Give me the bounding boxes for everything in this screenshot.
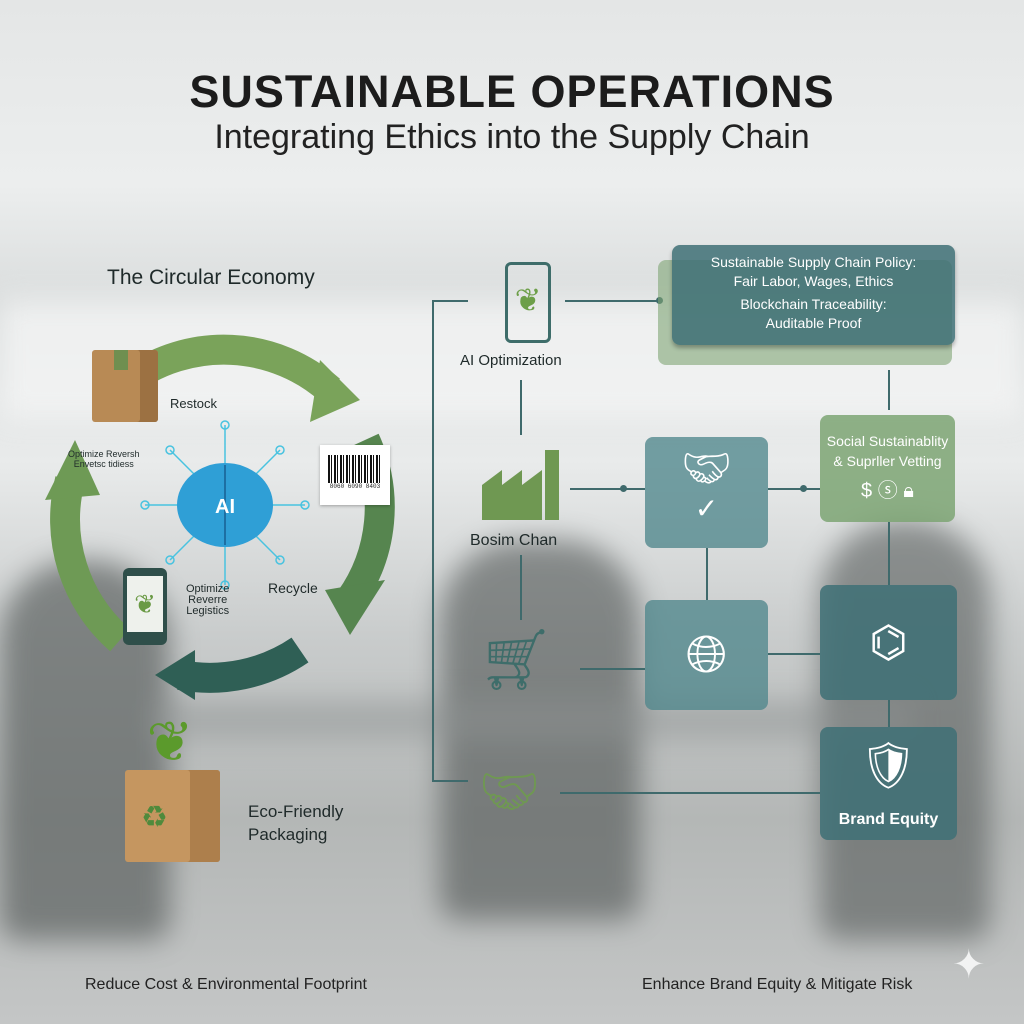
ai-brain-icon: AI <box>140 420 310 590</box>
page-subtitle: Integrating Ethics into the Supply Chain <box>214 118 810 156</box>
policy-box: Sustainable Supply Chain Policy: Fair La… <box>672 245 955 345</box>
shopping-cart-heart-icon: 🛒︎ <box>478 626 555 693</box>
connector-line <box>520 380 522 435</box>
restock-label: Restock <box>170 396 217 411</box>
brand-equity-label: Brand Equity <box>838 811 939 828</box>
arrow-bottom <box>177 637 309 693</box>
connector-line <box>888 700 890 727</box>
smartphone-leaf-icon: ❦ <box>123 568 167 645</box>
circular-economy-title: The Circular Economy <box>107 266 315 289</box>
arrowhead <box>155 650 195 700</box>
blockchain-network-box[interactable]: ⌬ <box>820 585 957 700</box>
smartphone-leaf-icon: ❦ <box>505 262 551 343</box>
recycle-label: Recycle <box>268 580 318 596</box>
global-network-box[interactable]: 🌐︎ <box>645 600 768 710</box>
optimize-bottom-line: Legistics <box>186 605 230 617</box>
connector-dot <box>800 485 807 492</box>
connector-line <box>888 370 890 410</box>
factory-chimney-icon <box>545 450 559 520</box>
recycle-icon: ♻ <box>141 801 168 834</box>
arrow-top <box>121 334 340 402</box>
eco-packaging-line: Eco-Friendly <box>248 802 344 821</box>
arrow-left <box>50 476 131 652</box>
brand-equity-box[interactable]: 🛡︎ Brand Equity <box>820 727 957 840</box>
connector-line <box>888 522 890 585</box>
eco-packaging-label: Eco-Friendly Packaging <box>248 800 343 846</box>
optimize-top-label: Optimize Reversh Envetsc tidiess <box>68 449 140 469</box>
footer-right-text: Enhance Brand Equity & Mitigate Risk <box>642 976 913 993</box>
globe-network-icon: 🌐︎ <box>685 626 728 684</box>
footer-left-text: Reduce Cost & Environmental Footprint <box>85 976 367 993</box>
policy-line: Sustainable Supply Chain Policy: <box>710 254 917 270</box>
cardboard-box-icon <box>92 350 158 422</box>
arrowhead <box>45 440 100 500</box>
connector-line <box>570 488 645 490</box>
circuit-globe-icon: ⌬ <box>869 618 908 667</box>
connector-line <box>560 792 820 794</box>
policy-line: Auditable Proof <box>765 315 862 331</box>
social-box-line: & Suprller Vetting <box>833 453 942 469</box>
policy-line: Fair Labor, Wages, Ethics <box>733 273 894 289</box>
connector-line <box>768 488 820 490</box>
connector-line <box>565 300 660 302</box>
ethical-sourcing-box[interactable]: 🤝︎ ✓ <box>645 437 768 548</box>
connector-line <box>432 780 468 782</box>
policy-line: Blockchain Traceability: <box>740 296 887 312</box>
bosim-chan-label: Bosim Chan <box>470 532 558 549</box>
optimize-bottom-label: Optimize Reverre Legistics <box>186 584 229 617</box>
handshake-icon: 🤝︎ <box>681 447 732 491</box>
optimize-top-line: Envetsc tidiess <box>73 459 134 469</box>
optimize-bottom-line: Optimize <box>186 583 230 595</box>
connector-line <box>432 300 434 780</box>
connector-line <box>432 300 468 302</box>
handshake-icon: 🤝︎ <box>479 766 540 819</box>
barcode-icon: 8060 6090 8403 <box>320 445 390 505</box>
ai-label: AI <box>215 496 235 518</box>
social-sustainability-box[interactable]: Social Sustainablity & Suprller Vetting … <box>820 415 955 522</box>
connector-line <box>706 548 708 600</box>
background-table <box>150 700 910 740</box>
sparkle-icon: ✦ <box>952 943 986 987</box>
connector-line <box>520 555 522 620</box>
optimize-bottom-line: Reverre <box>188 594 228 606</box>
factory-icon <box>482 470 542 520</box>
dollar-lock-icons: $ ⓢ 🔒︎ <box>861 480 914 502</box>
connector-dot <box>620 485 627 492</box>
eco-packaging-box-icon: ♻ <box>125 770 220 862</box>
social-box-line: Social Sustainablity <box>826 433 949 449</box>
optimize-top-line: Optimize Reversh <box>68 449 140 459</box>
shield-check-icon: 🛡︎ <box>859 739 918 791</box>
checkmark-circle-icon: ✓ <box>694 493 719 524</box>
page-title: SUSTAINABLE OPERATIONS <box>189 66 835 117</box>
barcode-number: 8060 6090 8403 <box>329 483 381 490</box>
connector-line <box>580 668 645 670</box>
arrowhead <box>325 580 385 635</box>
ai-optimization-label: AI Optimization <box>460 352 562 369</box>
eco-packaging-line: Packaging <box>248 825 328 844</box>
plant-sprout-icon: ❦ <box>146 710 194 773</box>
arrowhead <box>310 360 360 422</box>
connector-line <box>768 653 820 655</box>
